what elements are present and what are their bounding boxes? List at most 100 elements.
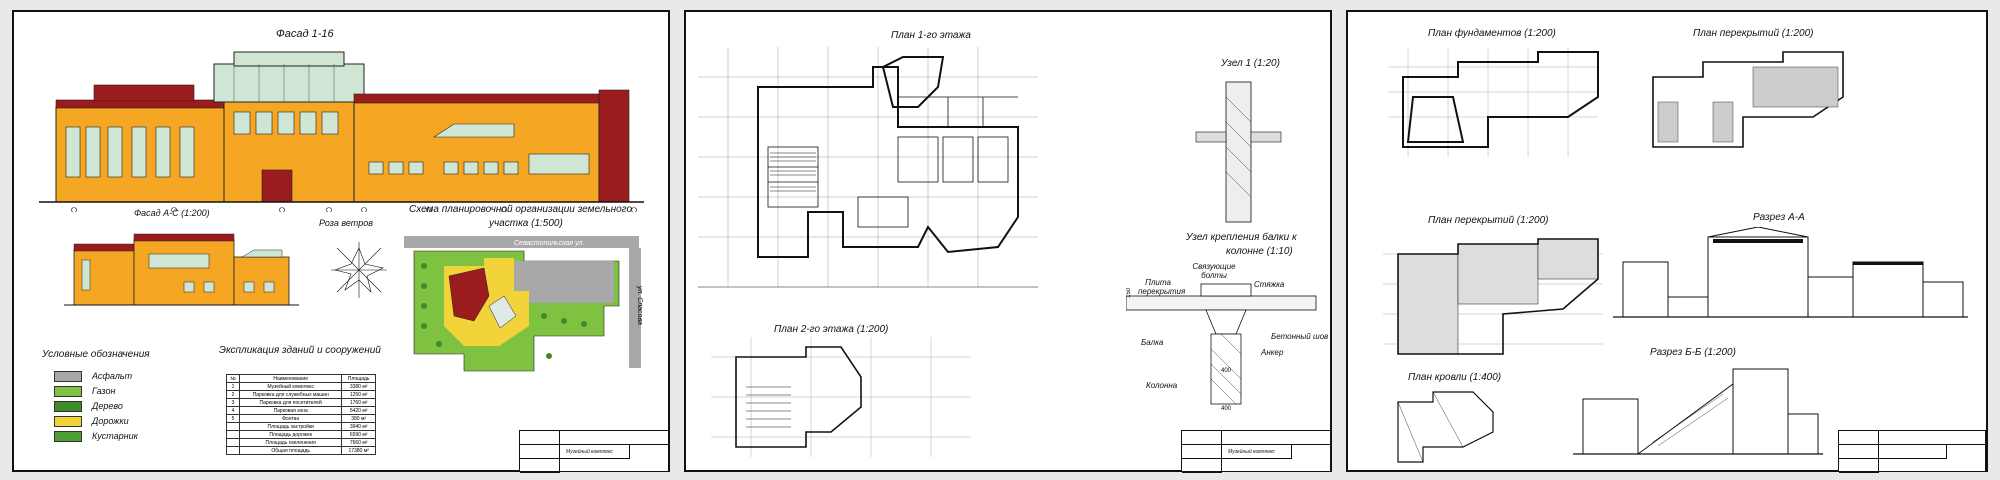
cell: 380 м²: [341, 414, 376, 423]
legend-title: Условные обозначения: [42, 349, 150, 360]
cell: Площадь дорожек: [239, 430, 343, 439]
title-block: Музейный комплекс: [1181, 430, 1332, 473]
section-aa-title: Разрез А-А: [1753, 212, 1805, 223]
cell: Музейный комплекс: [239, 382, 343, 391]
street-top-label: Севастопольская ул.: [514, 240, 584, 247]
facade-side-title: Фасад А-С (1:200): [134, 208, 210, 218]
site-plan-title-2: участка (1:500): [489, 218, 563, 229]
node-beam-title-1: Узел крепления балки к: [1186, 232, 1297, 243]
stamp-title: Музейный комплекс: [1228, 449, 1275, 455]
facade-main-title: Фасад 1-16: [276, 28, 334, 40]
cell: Площадь застройки: [239, 422, 343, 431]
sheet-plans: План 1-го этажа Пла: [684, 10, 1332, 473]
section-bb-title: Разрез Б-Б (1:200): [1650, 347, 1736, 358]
slab-plan-b-title: План перекрытий (1:200): [1428, 215, 1549, 226]
foundation-plan-drawing: [1388, 47, 1599, 157]
legend-label: Газон: [92, 386, 116, 396]
stamp-title: Музейный комплекс: [566, 449, 613, 455]
street-right-label: ул. Спасова: [636, 285, 643, 325]
cell: Парковка для служебных машин: [239, 390, 343, 399]
legend-item-shrubs: Кустарник: [54, 430, 138, 442]
dim-label: 400: [1221, 368, 1232, 374]
legend-label: Кустарник: [92, 431, 138, 441]
header-cell: Наименование: [239, 374, 343, 383]
label-anchor: Анкер: [1261, 348, 1284, 357]
slab-plan-a-title: План перекрытий (1:200): [1693, 28, 1814, 39]
cell: Фонтан: [239, 414, 343, 423]
cell: Парковка для посетителей: [239, 398, 343, 407]
site-plan-title-1: Схема планировочной организации земельно…: [409, 204, 633, 215]
wind-rose-title: Роза ветров: [319, 218, 373, 228]
cell: 4: [225, 406, 241, 415]
dim-label: 400: [1221, 406, 1232, 412]
legend-label: Дерево: [92, 401, 123, 411]
node1-drawing: [1195, 81, 1282, 223]
legend-swatch: [54, 430, 82, 442]
legend-item-lawn: Газон: [54, 385, 115, 397]
legend-swatch: [54, 385, 82, 397]
dim-label: 150: [1126, 287, 1132, 298]
site-plan-drawing: Севастопольская ул. ул. Спасова: [404, 236, 643, 372]
title-block: [1838, 430, 1987, 473]
wind-rose-icon: [331, 242, 387, 298]
header-cell: Площадь: [341, 374, 376, 383]
title-block: Музейный комплекс: [519, 430, 670, 473]
cell: Площадь озеленения: [239, 438, 343, 447]
facade-side-drawing: [64, 233, 299, 306]
node-beam-title-2: колонне (1:10): [1226, 246, 1293, 257]
cell: 7660 м²: [341, 438, 376, 447]
cell: 6590 м²: [341, 430, 376, 439]
plan1-title: План 1-го этажа: [891, 30, 971, 41]
legend-item-asphalt: Асфальт: [54, 370, 132, 382]
roof-plan-title: План кровли (1:400): [1408, 372, 1502, 383]
header-cell: №: [225, 374, 241, 383]
node1-title: Узел 1 (1:20): [1221, 58, 1280, 69]
table-header: № Наименование Площадь: [225, 374, 376, 383]
cell: 17380 м²: [341, 446, 376, 455]
legend-list: Асфальт Газон Дерево Дорожки Кустарник: [54, 370, 174, 445]
label-beam: Балка: [1141, 338, 1164, 347]
slab-plan-a-drawing: [1652, 51, 1844, 148]
cell: 3: [225, 398, 241, 407]
plan1-drawing: [698, 47, 1038, 288]
cell: [225, 430, 241, 439]
cell: 1250 м²: [341, 390, 376, 399]
explication-title: Экспликация зданий и сооружений: [219, 345, 381, 356]
cell: 3380 м²: [341, 382, 376, 391]
legend-swatch: [54, 415, 82, 427]
legend-label: Асфальт: [92, 371, 133, 381]
cell: Общая площадь: [239, 446, 343, 455]
sheet-structures: План фундаментов (1:200) План перекрытий…: [1346, 10, 1988, 473]
label-screed: Стяжка: [1254, 280, 1285, 289]
facade-main-drawing: [39, 51, 644, 212]
roof-plan-drawing: [1397, 391, 1494, 463]
section-bb-drawing: [1573, 368, 1823, 455]
cell: 1760 м²: [341, 398, 376, 407]
plan2-title: План 2-го этажа (1:200): [774, 324, 889, 335]
cell: 1: [225, 382, 241, 391]
sheet-facades: Фасад 1-16: [12, 10, 670, 473]
cell: [225, 438, 241, 447]
legend-item-tree: Дерево: [54, 400, 123, 412]
cell: 5: [225, 414, 241, 423]
slab-plan-b-drawing: [1383, 238, 1603, 355]
cell: 5420 м²: [341, 406, 376, 415]
label-weld: Бетонный шов: [1271, 332, 1329, 341]
cell: 3940 м²: [341, 422, 376, 431]
node-beam-drawing: 150 400 400: [1126, 283, 1317, 412]
legend-label: Дорожки: [92, 416, 129, 426]
cell: 2: [225, 390, 241, 399]
section-aa-drawing: [1613, 227, 1968, 318]
cell: Парковая зона: [239, 406, 343, 415]
label-slab: Плита перекрытия: [1138, 278, 1186, 296]
